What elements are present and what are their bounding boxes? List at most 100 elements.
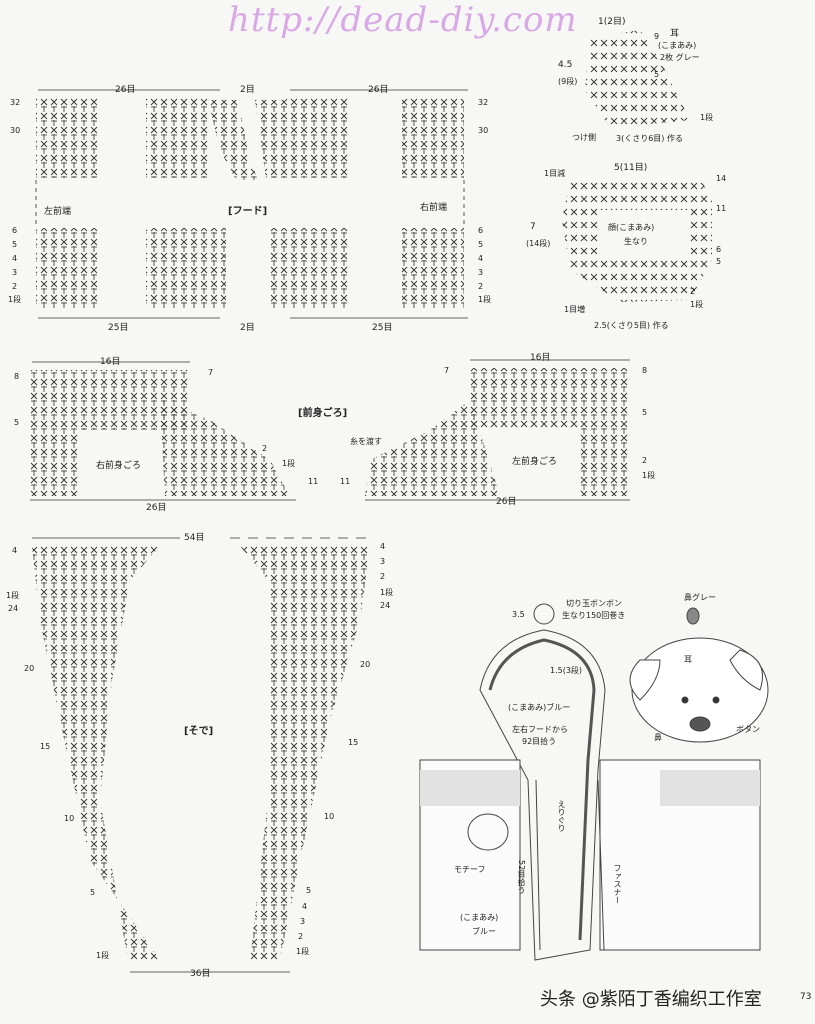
sleeve-row-right: 2 — [298, 932, 304, 941]
front-row-left: 5 — [14, 418, 20, 427]
sleeve-bottom-count: 36目 — [190, 969, 211, 979]
hood-row-right: 30 — [478, 126, 489, 135]
sleeve-row-left: 1段 — [96, 951, 110, 960]
sleeve-row-left: 4 — [12, 546, 18, 555]
hood-chart — [36, 98, 464, 308]
front-left-label: 左前身ごろ — [512, 457, 558, 467]
front-yarn: (こまあみ) — [460, 913, 499, 922]
hood-row-left: 32 — [10, 98, 21, 107]
hood-top-mid-count: 2目 — [240, 85, 255, 95]
sleeve-row-right: 3 — [380, 557, 386, 566]
ear-rows: (9段) — [558, 77, 578, 86]
page-number: 73 — [800, 992, 812, 1002]
hood-row-right: 32 — [478, 98, 489, 107]
hood-row-left: 5 — [12, 240, 18, 249]
hood-edge: 1.5(3段) — [550, 666, 583, 675]
front-row-right: 8 — [642, 366, 648, 375]
front-body-chart — [30, 368, 630, 496]
sleeve-row-right: 20 — [360, 660, 371, 669]
face-base-count: 2.5(くさり5目) 作る — [594, 321, 669, 330]
ear-base-label: つけ側 — [572, 133, 596, 142]
pompom-sub: 生なり150回巻き — [562, 611, 626, 620]
hood-right-label: 右前端 — [420, 203, 448, 213]
front-row-right: 5 — [642, 408, 648, 417]
zip-label: ファスナー — [613, 864, 622, 904]
sleeve-row-left: 15 — [40, 742, 51, 751]
face-inc-label: 1目増 — [564, 305, 586, 314]
face-top-count: 5(11目) — [614, 163, 648, 173]
front-row-left: 2 — [262, 444, 268, 453]
pickup-front: 52目拾う — [517, 860, 526, 895]
face-title: 顔(こまあみ) — [608, 223, 655, 232]
front-row-right: 7 — [444, 366, 450, 375]
footer-credit: 头条 @紫陌丁香编织工作室 — [540, 989, 762, 1010]
hood-row-right: 1段 — [478, 295, 492, 304]
front-title: [前身ごろ] — [298, 408, 348, 419]
face-sub: 生なり — [624, 237, 648, 246]
motif-label: モチーフ — [454, 865, 486, 874]
sleeve-row-right: 24 — [380, 601, 391, 610]
front-top-right-count: 16目 — [530, 353, 551, 363]
hood-bottom-left-count: 25目 — [108, 323, 129, 333]
face-row-2: 2 — [690, 287, 696, 296]
hood-row-right: 4 — [478, 254, 484, 263]
hood-left-label: 左前端 — [44, 207, 72, 217]
sleeve-row-right: 2 — [380, 572, 386, 581]
face-dec-label: 1目減 — [544, 169, 566, 178]
front-row-right: 2 — [642, 456, 648, 465]
ear-base-count: 3(くさり6目) 作る — [616, 134, 683, 143]
sleeve-row-left: 20 — [24, 664, 35, 673]
front-row-right: 1段 — [642, 471, 656, 480]
hood-top-left-count: 26目 — [115, 85, 136, 95]
front-row-left: 11 — [308, 477, 319, 486]
face-row-14: 14 — [716, 174, 727, 183]
sleeve-row-right: 10 — [324, 812, 335, 821]
sleeve-row-right: 3 — [300, 917, 306, 926]
ear-top-count: 1(2目) — [598, 17, 626, 27]
sleeve-row-right: 1段 — [296, 947, 310, 956]
pompom-label: 切り玉ボンボン — [566, 599, 622, 608]
hood-row-right: 6 — [478, 226, 484, 235]
nose-label: 鼻グレー — [684, 593, 716, 602]
sleeve-row-right: 5 — [306, 886, 312, 895]
sleeve-row-right: 15 — [348, 738, 359, 747]
hood-row-right: 3 — [478, 268, 484, 277]
sleeve-row-left: 5 — [90, 888, 96, 897]
hood-title: [フード] — [228, 206, 268, 217]
sleeve-row-left: 10 — [64, 814, 75, 823]
face-row-1: 1段 — [690, 300, 704, 309]
front-right-label: 右前身ごろ — [96, 461, 142, 471]
ear-chart — [585, 30, 690, 128]
sleeve-title: [そで] — [184, 726, 214, 737]
front-row-right: 11 — [340, 477, 351, 486]
pickup-hood: 左右フードから — [512, 725, 568, 734]
ear-title: 耳 — [670, 29, 680, 39]
ear-row-1: 1段 — [700, 113, 714, 122]
front-row-left: 1段 — [282, 459, 296, 468]
pompom-size: 3.5 — [512, 610, 525, 619]
hood-row-right: 5 — [478, 240, 484, 249]
hood-row-right: 2 — [478, 282, 484, 291]
front-yarn-note: 糸を渡す — [350, 437, 382, 446]
hood-row-left: 3 — [12, 268, 18, 277]
hood-top-right-count: 26目 — [368, 85, 389, 95]
motif-drawing — [629, 607, 769, 743]
front-row-left: 8 — [14, 372, 20, 381]
sleeve-row-right: 1段 — [380, 588, 394, 597]
collar-label: えりぐり — [557, 800, 566, 832]
ear-height: 4.5 — [558, 60, 573, 70]
ear-label-motif: 耳 — [684, 655, 692, 664]
sleeve-row-right: 4 — [302, 902, 308, 911]
front-top-left-count: 16目 — [100, 357, 121, 367]
hood-bottom-mid-count: 2目 — [240, 323, 255, 333]
sleeve-row-left: 24 — [8, 604, 19, 613]
hood-row-left: 2 — [12, 282, 18, 291]
front-bottom-right-count: 26目 — [496, 497, 517, 507]
front-bottom-left-count: 26目 — [146, 503, 167, 513]
front-row-left: 7 — [208, 368, 214, 377]
face-row-5: 5 — [716, 257, 722, 266]
sleeve-top-count: 54目 — [184, 533, 205, 543]
pickup-hood2: 92目拾う — [522, 737, 557, 746]
hood-bottom-right-count: 25目 — [372, 323, 393, 333]
